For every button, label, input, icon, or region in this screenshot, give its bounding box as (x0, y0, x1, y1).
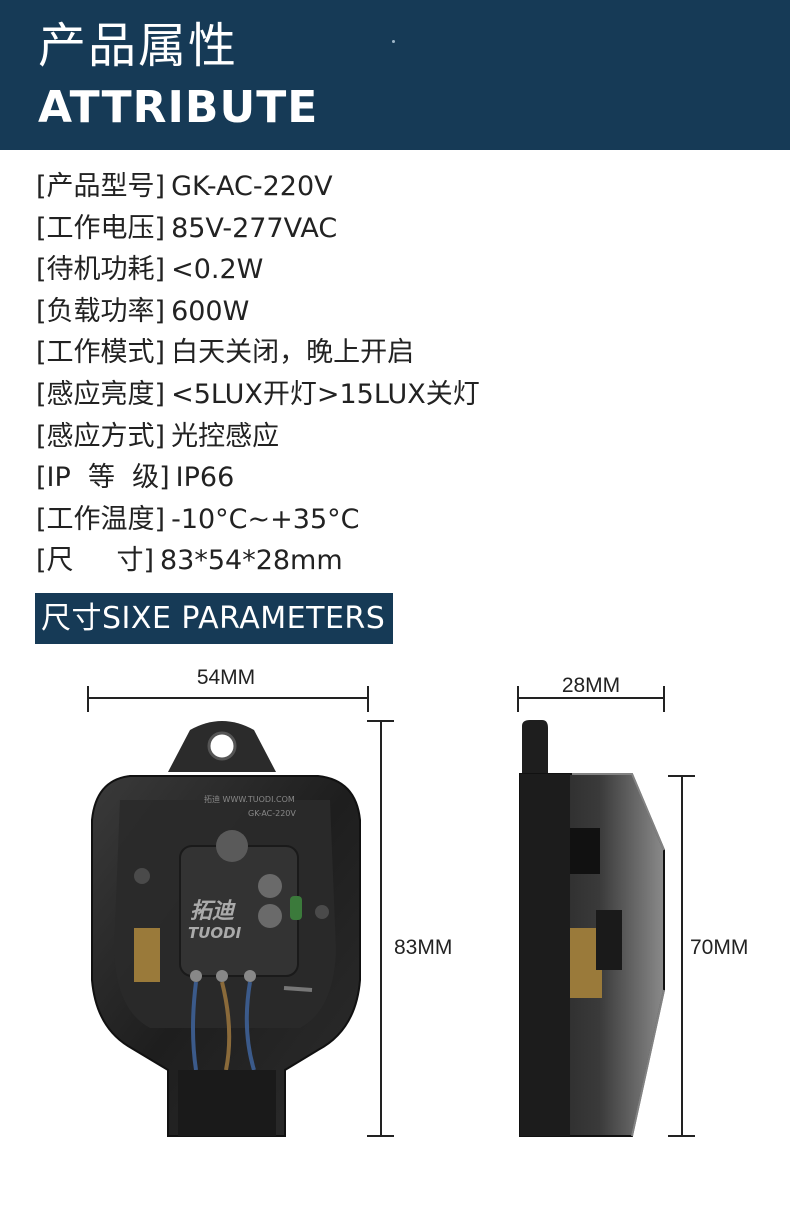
front-width-dimension: 54MM (87, 666, 369, 712)
spec-label: [IP 等 级] (36, 462, 170, 494)
spec-value: <5LUX开灯>15LUX关灯 (171, 378, 480, 410)
product-side-view (519, 720, 665, 1137)
spec-row-standby-power: [待机功耗]<0.2W (36, 249, 756, 291)
spec-label: [工作模式] (36, 337, 166, 369)
product-front-view: 拓迪 TUODI 拓迪 WWW.TUODI.COM GK-AC-220V (91, 721, 361, 1137)
front-height-label: 83MM (394, 936, 452, 959)
dimension-diagram: 54MM 83MM 28MM 70MM 拓迪 TUODI 拓迪 WWW.TUOD… (87, 666, 748, 1137)
brand-cn-text: 拓迪 (190, 898, 236, 924)
spec-label: [待机功耗] (36, 254, 166, 286)
spec-row-size: [尺 寸]83*54*28mm (36, 540, 756, 582)
page-title-zh: 产品属性 (38, 18, 239, 74)
spec-row-temperature: [工作温度]-10°C~+35°C (36, 499, 756, 541)
board-model-text: GK-AC-220V (248, 809, 296, 818)
spec-value: 白天关闭，晚上开启 (171, 337, 415, 369)
side-height-dimension: 70MM (668, 775, 748, 1137)
header-banner: 产品属性 ATTRIBUTE (0, 0, 790, 150)
spec-value: IP66 (175, 462, 235, 494)
side-width-dimension: 28MM (517, 674, 665, 712)
spec-label: [感应方式] (36, 420, 166, 452)
spec-label: [产品型号] (36, 171, 166, 202)
spec-label: [感应亮度] (36, 378, 166, 410)
spec-value: GK-AC-220V (171, 171, 333, 202)
spec-value: 光控感应 (171, 420, 280, 452)
section-title: 尺寸SIXE PARAMETERS (35, 593, 394, 644)
spec-row-ip-rating: [IP 等 级]IP66 (36, 457, 756, 499)
spec-label: [工作温度] (36, 503, 166, 535)
spec-value: 85V-277VAC (171, 212, 338, 244)
spec-value: 600W (171, 295, 250, 327)
side-width-label: 28MM (562, 674, 620, 697)
spec-value: 83*54*28mm (159, 545, 343, 577)
front-height-dimension: 83MM (367, 720, 452, 1137)
spec-value: -10°C~+35°C (171, 503, 360, 535)
spec-label: [负载功率] (36, 295, 166, 327)
spec-row-sensing-method: [感应方式]光控感应 (36, 416, 756, 458)
brand-en-text: TUODI (188, 924, 242, 942)
spec-label: [尺 寸] (36, 545, 154, 577)
decor-dot (392, 40, 395, 43)
spec-row-load-power: [负载功率]600W (36, 291, 756, 333)
spec-value: <0.2W (171, 254, 264, 286)
spec-row-model: [产品型号]GK-AC-220V (36, 166, 756, 208)
spec-row-voltage: [工作电压]85V-277VAC (36, 208, 756, 250)
spec-row-sensing-brightness: [感应亮度]<5LUX开灯>15LUX关灯 (36, 374, 756, 416)
spec-label: [工作电压] (36, 212, 166, 244)
side-height-label: 70MM (690, 936, 748, 959)
spec-row-work-mode: [工作模式]白天关闭，晚上开启 (36, 332, 756, 374)
website-text: 拓迪 WWW.TUODI.COM (204, 794, 295, 804)
page-title-en: ATTRIBUTE (38, 82, 319, 133)
spec-list: [产品型号]GK-AC-220V [工作电压]85V-277VAC [待机功耗]… (36, 166, 756, 582)
front-width-label: 54MM (197, 666, 255, 689)
